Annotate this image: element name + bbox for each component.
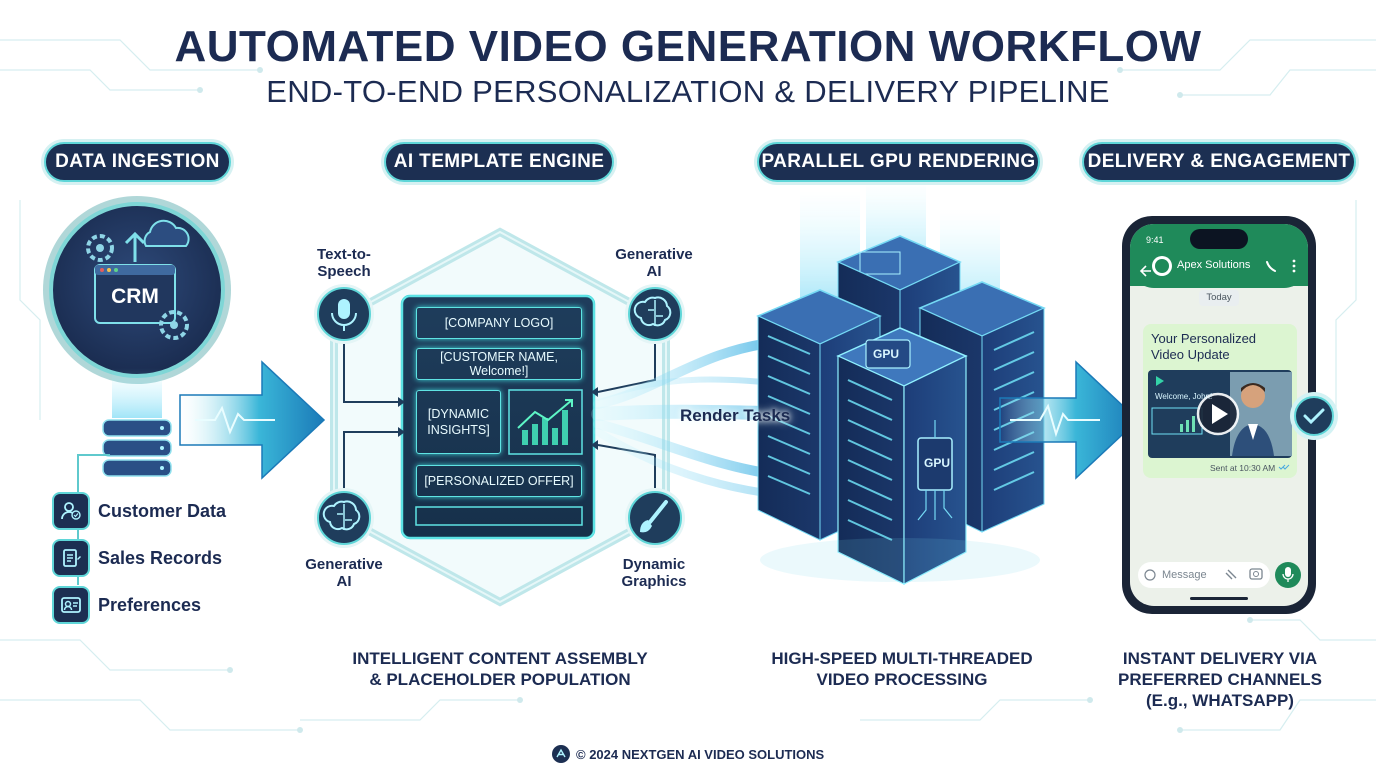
tts-label: Text-to- Speech xyxy=(317,246,371,280)
brain-icon xyxy=(625,284,685,344)
stage-parallel-gpu-rendering: PARALLEL GPU RENDERING xyxy=(757,142,1040,182)
gpu-chip-label: GPU xyxy=(924,456,951,470)
crm-label: CRM xyxy=(111,285,159,308)
stage-delivery-engagement: DELIVERY & ENGAGEMENT xyxy=(1082,142,1356,182)
video-thumbnail-text: Welcome, John! xyxy=(1155,392,1213,401)
brain-icon xyxy=(314,488,374,548)
placeholder-customer-name: [CUSTOMER NAME, Welcome!] xyxy=(416,348,582,380)
footer: © 2024 NEXTGEN AI VIDEO SOLUTIONS xyxy=(552,744,824,764)
source-label: Customer Data xyxy=(98,500,227,521)
footer-text: © 2024 NEXTGEN AI VIDEO SOLUTIONS xyxy=(576,746,825,762)
dynamic-graphics-label: Dynamic Graphics xyxy=(621,556,687,590)
stage-data-ingestion: DATA INGESTION xyxy=(44,142,231,182)
page-title: AUTOMATED VIDEO GENERATION WORKFLOW xyxy=(174,22,1202,71)
smartphone: 9:41 xyxy=(1122,216,1316,614)
company-logo-icon xyxy=(552,745,570,763)
delivered-check-icon xyxy=(1290,392,1338,440)
message-timestamp: Sent at 10:30 AM xyxy=(1210,463,1276,473)
source-sales-records: Sales Records xyxy=(52,538,222,578)
source-label: Preferences xyxy=(98,594,202,615)
gpu-server-cluster xyxy=(756,235,1046,585)
page-subtitle: END-TO-END PERSONALIZATION & DELIVERY PI… xyxy=(266,74,1110,109)
customer-data-icon xyxy=(52,492,90,530)
placeholder-company-logo: [COMPANY LOGO] xyxy=(416,307,582,339)
gpu-chip-label: GPU xyxy=(873,347,900,361)
tts-icon xyxy=(314,284,374,344)
message-input[interactable]: Message xyxy=(1162,569,1207,581)
database-icon xyxy=(102,419,172,477)
date-chip: Today xyxy=(1199,290,1239,306)
paintbrush-icon xyxy=(625,488,685,548)
rendering-caption: HIGH-SPEED MULTI-THREADED VIDEO PROCESSI… xyxy=(771,649,1033,689)
placeholder-dynamic-insights: [DYNAMIC INSIGHTS] xyxy=(416,390,501,454)
source-preferences: Preferences xyxy=(52,585,201,625)
message-title: Your Personalized Video Update xyxy=(1151,331,1257,362)
sales-records-icon xyxy=(52,539,90,577)
flow-arrow-delivery xyxy=(999,360,1140,480)
template-engine-caption: INTELLIGENT CONTENT ASSEMBLY & PLACEHOLD… xyxy=(352,649,648,689)
crm-icon: CRM xyxy=(43,196,231,384)
source-customer-data: Customer Data xyxy=(52,491,226,531)
placeholder-personalized-offer: [PERSONALIZED OFFER] xyxy=(416,465,582,497)
generative-ai-label-bottom: Generative AI xyxy=(305,556,383,590)
source-label: Sales Records xyxy=(98,547,223,568)
stage-ai-template-engine: AI TEMPLATE ENGINE xyxy=(384,142,614,182)
svg-text:9:41: 9:41 xyxy=(1146,235,1164,245)
flow-arrow-ingest xyxy=(179,360,326,480)
delivery-caption: INSTANT DELIVERY VIA PREFERRED CHANNELS … xyxy=(1117,649,1323,710)
generative-ai-label-top: Generative AI xyxy=(615,246,693,280)
render-tasks-label: Render Tasks xyxy=(680,406,791,425)
chat-contact-name: Apex Solutions xyxy=(1177,259,1251,271)
preferences-icon xyxy=(52,586,90,624)
